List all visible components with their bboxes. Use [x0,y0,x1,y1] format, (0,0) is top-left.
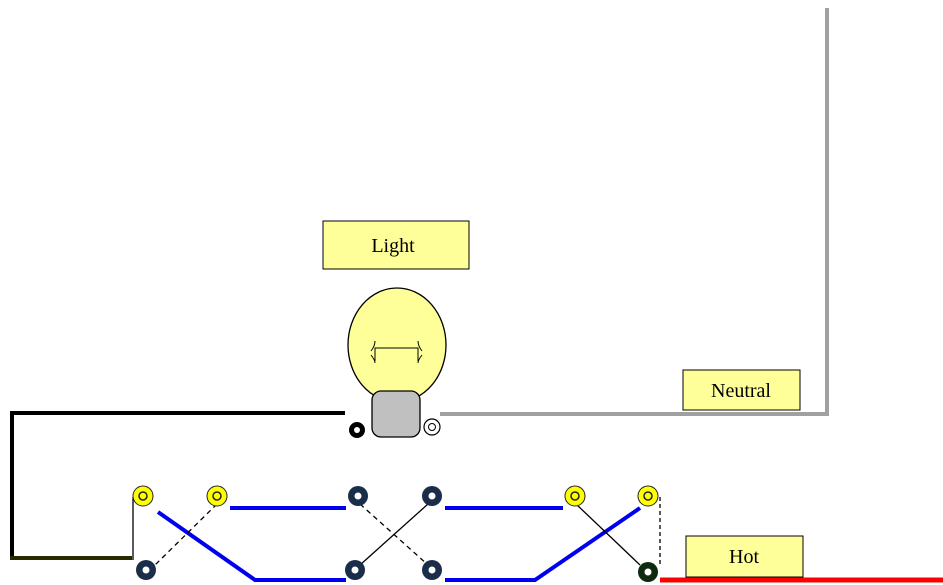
three-way-switch-right [564,485,659,582]
light-label-text: Light [371,235,415,257]
switch-leg-wire [10,411,345,558]
light-bulb-icon [347,287,447,438]
four-way-switch-middle [345,486,442,580]
neutral-label-text: Neutral [711,380,771,402]
traveler-wires [156,506,642,582]
hot-label-text: Hot [729,546,759,568]
neutral-wire [440,8,829,416]
three-way-switch-left [132,485,228,580]
light-label: Light [322,220,470,270]
switch-contacts [132,497,661,566]
neutral-label: Neutral [682,369,801,411]
hot-label: Hot [685,535,804,578]
